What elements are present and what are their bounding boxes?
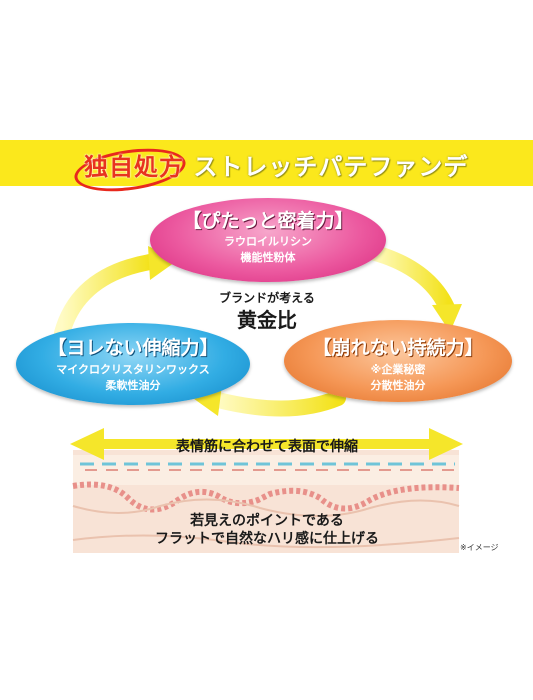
top-heading: 【ぴたっと密着力】 (182, 210, 354, 232)
arrow-left-up (54, 254, 158, 341)
banner-title-lead: 独自処方 (84, 152, 184, 181)
arrow-right-down (364, 244, 456, 318)
skin-illustration (72, 450, 460, 553)
left-ellipse (16, 323, 250, 405)
stretch-double-arrow (70, 428, 463, 460)
banner-title-rest: ストレッチパテファンデ (184, 152, 469, 181)
stretch-arrowhead-right (429, 428, 463, 460)
arrowhead-right-down (432, 304, 462, 332)
right-heading: 【崩れない持続力】 (312, 337, 484, 359)
stretch-caption: 表情筋に合わせて表面で伸縮 (176, 439, 358, 455)
center-subtitle: ブランドが考える (219, 291, 315, 305)
center-title: 黄金比 (237, 308, 297, 332)
left-line1: マイクロクリスタリンワックス (56, 363, 210, 376)
stretch-arrow-shaft (96, 439, 438, 449)
left-heading: 【ヨレない伸縮力】 (47, 337, 219, 359)
title-banner (0, 140, 533, 186)
arrowhead-left-up (148, 246, 178, 280)
right-line2: 分散性油分 (370, 379, 426, 392)
image-note: ※イメージ (460, 543, 499, 552)
arrow-bottom-left (210, 390, 346, 417)
banner-title: 独自処方 ストレッチパテファンデ (84, 147, 468, 182)
left-line2: 柔軟性油分 (105, 379, 161, 392)
top-line2: 機能性粉体 (240, 251, 296, 264)
skin-wave-line (72, 498, 460, 517)
skin-message-line2: フラットで自然なハリ感に仕上げる (155, 531, 379, 547)
skin-wave-line-2 (72, 534, 460, 549)
top-ellipse (150, 198, 386, 282)
stretch-arrowhead-left (70, 428, 104, 460)
top-line1: ラウロイルリシン (224, 235, 312, 248)
right-ellipse (284, 320, 512, 402)
right-line1: ※企業秘密 (370, 363, 426, 376)
skin-message: 若見えのポイントである フラットで自然なハリ感に仕上げる (110, 512, 424, 548)
skin-message-line1: 若見えのポイントである (190, 513, 344, 529)
